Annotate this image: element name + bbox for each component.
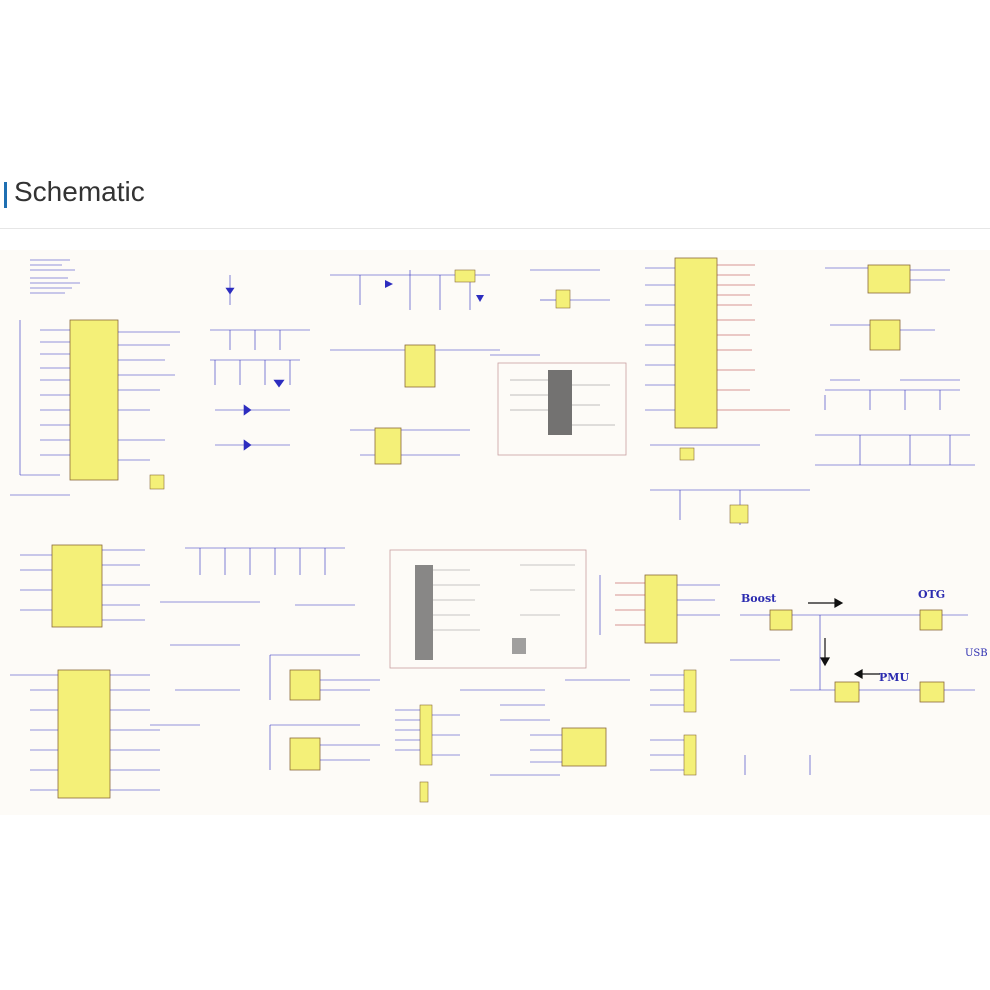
ic-block-i [10,669,200,799]
header-divider [0,228,990,229]
pmu-label: PMU [879,671,910,684]
ic-block-m [565,574,720,776]
passives-block-b [210,275,310,451]
schematic-drawing [10,257,975,803]
mcu-frame-k [389,549,587,669]
mcu-frame-d [490,269,627,456]
header-connectors-l [395,689,607,803]
regulator-block-c [330,269,500,465]
page-title: Schematic [14,176,145,207]
header-accent-bar [4,182,7,208]
power-path-block-n [730,597,975,775]
connector-block-e [645,257,810,525]
schematic-sheet: Boost OTG USB PMU [0,250,990,815]
ic-block-a [10,319,180,496]
usb-label: USB [965,648,988,659]
otg-label: OTG [918,588,946,601]
passives-block-h [160,547,355,691]
ic-block-j [269,654,380,771]
ic-block-g [20,544,150,628]
section-header: Schematic [0,170,990,230]
notes-block [30,259,80,294]
ic-block-f [815,264,975,466]
boost-label: Boost [741,592,777,605]
